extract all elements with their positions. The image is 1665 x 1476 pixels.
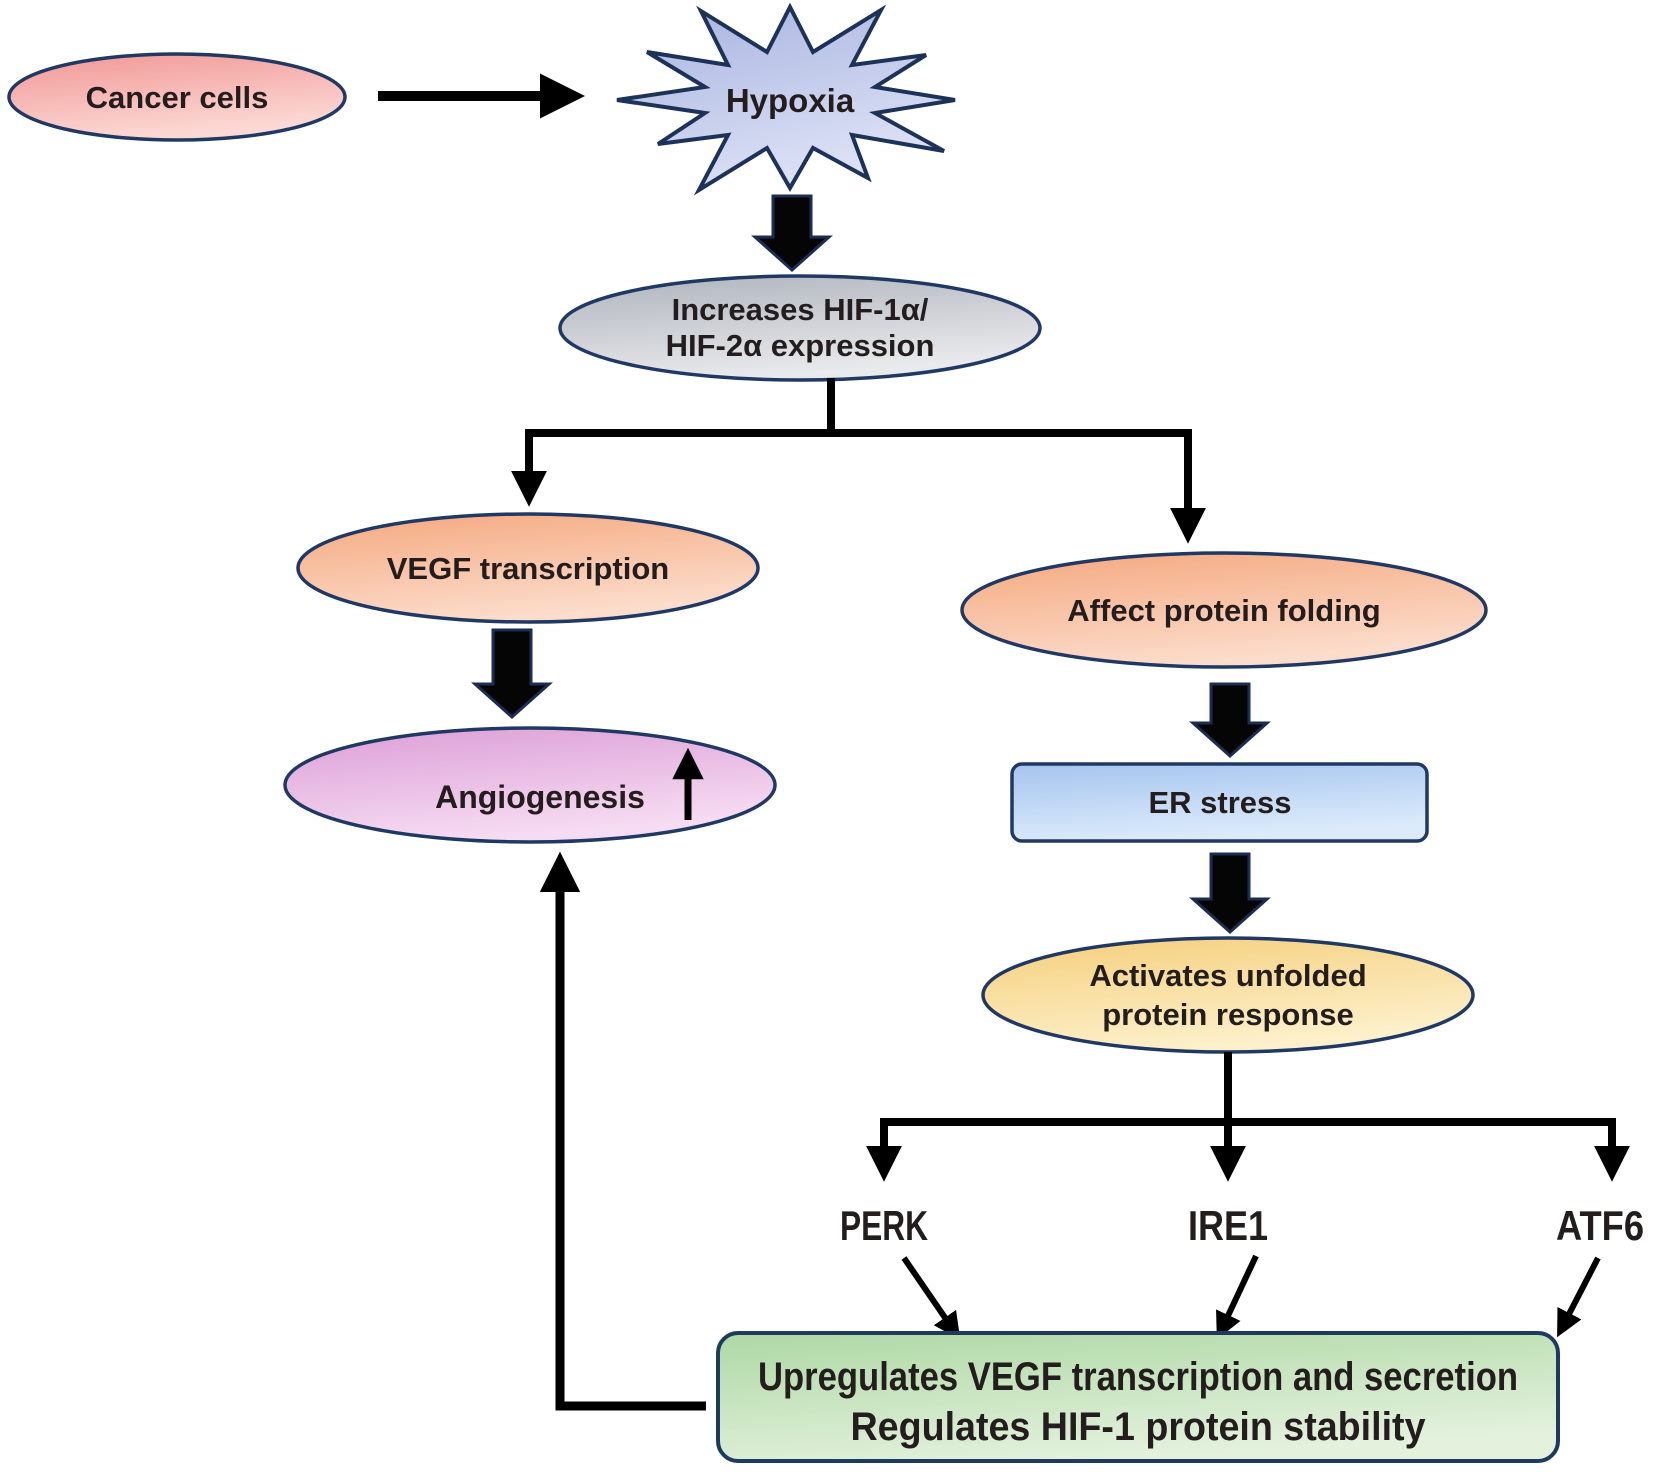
angiogenesis-ellipse <box>283 726 777 844</box>
ire1-to-outcome-arrow <box>1216 1254 1259 1340</box>
perk-to-outcome-arrow <box>901 1256 961 1340</box>
ire1-label: IRE1 <box>1188 1202 1268 1249</box>
hif-expression-label-line2: HIF-2α expression <box>666 328 935 363</box>
cancer-cells-ellipse <box>7 52 347 142</box>
perk-label: PERK <box>840 1202 928 1249</box>
er-stress-label: ER stress <box>1148 785 1291 820</box>
hypoxia-to-hif-block-arrow <box>751 194 833 273</box>
hif-expression-label-line1: Increases HIF-1α/ <box>672 292 929 327</box>
hypoxia-label: Hypoxia <box>726 82 855 119</box>
atf6-label: ATF6 <box>1556 1202 1644 1249</box>
upr-label-line1: Activates unfolded <box>1089 958 1366 993</box>
cancer-cells-label: Cancer cells <box>86 80 269 115</box>
folding-to-er-stress-block-arrow <box>1189 682 1271 759</box>
outcome-label-line2: Regulates HIF-1 protein stability <box>851 1405 1427 1449</box>
vegf-to-angiogenesis-block-arrow <box>471 628 553 720</box>
angiogenesis-label: Angiogenesis <box>435 779 645 815</box>
upr-ellipse <box>981 936 1475 1054</box>
affect-protein-folding-ellipse <box>960 551 1488 669</box>
hif-expression-ellipse <box>558 274 1042 382</box>
upr-label-line2: protein response <box>1102 997 1354 1032</box>
vegf-transcription-ellipse <box>296 512 760 624</box>
affect-protein-folding-label: Affect protein folding <box>1067 593 1380 628</box>
hypoxia-star <box>616 2 956 196</box>
er-stress-box <box>1010 762 1429 843</box>
er-stress-to-upr-block-arrow <box>1189 852 1271 935</box>
outcome-to-angiogenesis-feedback-arrow <box>539 851 706 1411</box>
outcome-label-line1: Upregulates VEGF transcription and secre… <box>758 1355 1518 1399</box>
vegf-transcription-label: VEGF transcription <box>387 551 669 586</box>
atf6-to-outcome-arrow <box>1557 1256 1601 1338</box>
outcome-box <box>716 1331 1560 1463</box>
